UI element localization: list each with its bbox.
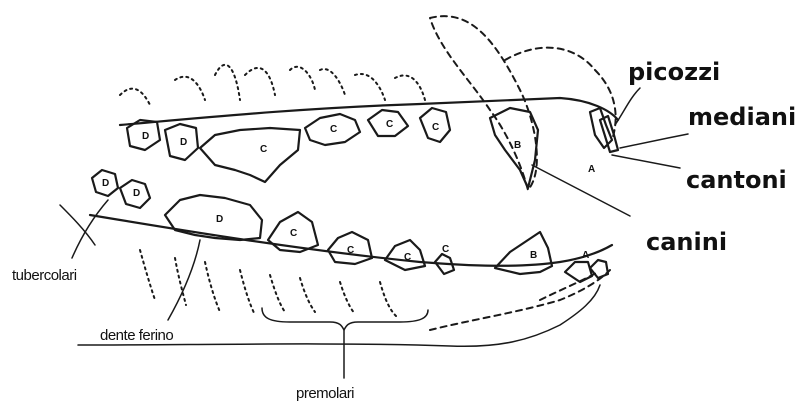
lower-carnassial-tooth xyxy=(165,195,262,240)
labels: picozzi mediani cantoni canini tubercola… xyxy=(12,58,796,402)
lower-premolar-mark-4: C xyxy=(442,244,449,255)
picozzi-leader xyxy=(615,88,640,125)
upper-jaw: D D C C C C B A xyxy=(120,16,618,190)
label-premolari: premolari xyxy=(296,385,354,402)
label-mediani: mediani xyxy=(688,103,796,131)
lower-jaw-outline xyxy=(60,205,600,346)
upper-carnassial-mark: C xyxy=(260,144,267,155)
canini-leader xyxy=(532,165,630,216)
lower-roots-outline xyxy=(140,250,396,316)
lower-molar-mark-1: D xyxy=(102,178,109,189)
lower-jaw-dashed-outline xyxy=(430,270,610,330)
upper-canine-mark: B xyxy=(514,140,521,151)
premolari-bracket xyxy=(262,308,428,330)
mediani-leader xyxy=(620,134,688,148)
upper-premolar-mark-3: C xyxy=(432,122,439,133)
lower-canine-tooth xyxy=(495,232,552,274)
lower-carnassial-mark: D xyxy=(216,214,223,225)
upper-premolar-mark-2: C xyxy=(386,119,393,130)
upper-molar-mark-2: D xyxy=(180,137,187,148)
lower-canine-mark: B xyxy=(530,250,537,261)
upper-premolar-mark-1: C xyxy=(330,124,337,135)
upper-incisor-mark: A xyxy=(588,164,595,175)
upper-carnassial-tooth xyxy=(200,128,300,182)
lower-jaw: D D D C C C C B A xyxy=(60,170,612,346)
lower-premolar-mark-1: C xyxy=(290,228,297,239)
dente-ferino-leader xyxy=(168,240,200,320)
upper-molar-mark-1: D xyxy=(142,131,149,142)
label-canini: canini xyxy=(646,228,727,256)
label-tubercolari: tubercolari xyxy=(12,267,77,284)
cantoni-leader xyxy=(612,155,680,168)
upper-roots-outline xyxy=(120,65,425,105)
lower-molar-mark-2: D xyxy=(133,188,140,199)
upper-incisor-root-outline xyxy=(505,48,616,140)
tubercolari-leader xyxy=(72,200,108,258)
lower-incisor-mark: A xyxy=(582,250,589,261)
label-picozzi: picozzi xyxy=(628,58,720,86)
label-dente-ferino: dente ferino xyxy=(100,327,173,344)
label-cantoni: cantoni xyxy=(686,166,787,194)
lower-premolar-mark-3: C xyxy=(404,252,411,263)
lower-premolar-mark-2: C xyxy=(347,245,354,256)
lower-incisor-teeth xyxy=(565,260,608,282)
